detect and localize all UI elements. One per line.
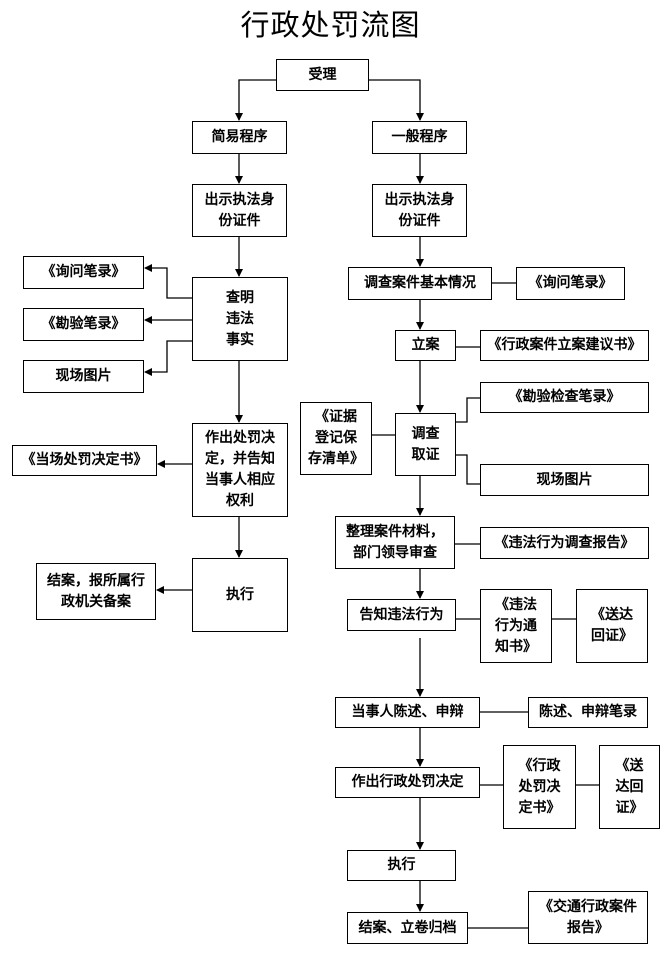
node-simple-procedure: 简易程序 [192,121,287,154]
node-survey-inspection-record: 《勘验检查笔录》 [480,382,649,413]
node-violation-notice: 《违法 行为通 知书》 [480,589,552,663]
node-notify-violation: 告知违法行为 [347,599,456,631]
node-party-statement: 当事人陈述、申辩 [335,697,480,728]
node-general-scene-photos: 现场图片 [480,464,649,496]
node-make-decision-inform: 作出处罚决 定，并告知 当事人相应 权利 [192,423,288,517]
node-admin-decision-doc: 《行政 处罚决 定书》 [503,745,576,829]
node-onsite-decision-doc: 《当场处罚决定书》 [12,445,157,476]
line-evidence-to-photos [455,454,480,485]
node-statement-record: 陈述、申辩笔录 [528,697,648,728]
arrow-verify-to-inquiry [144,264,192,299]
node-service-receipt-2: 《送 达回 证》 [599,745,660,829]
node-file-case: 立案 [395,330,456,361]
node-evidence-register-list: 《证据 登记保 存清单》 [300,402,372,475]
node-simple-scene-photos: 现场图片 [23,360,144,393]
node-general-execute: 执行 [347,850,456,881]
node-organize-review: 整理案件材料， 部门领导审查 [335,516,455,569]
node-simple-close-report: 结案，报所属行 政机关备案 [36,563,156,620]
node-general-show-id: 出示执法身 份证件 [372,184,467,237]
arrow-verify-to-photos [144,340,192,376]
node-violation-investigation-report: 《违法行为调查报告》 [480,527,649,559]
node-accept: 受理 [276,59,369,91]
page-title: 行政处罚流图 [240,8,421,42]
node-simple-inquiry-record: 《询问笔录》 [23,256,144,289]
node-simple-survey-record: 《勘验笔录》 [23,308,144,341]
arrow-accept-to-simple [235,79,276,121]
node-general-procedure: 一般程序 [372,121,467,154]
line-evidence-to-survey [455,397,480,423]
node-traffic-case-report: 《交通行政案件 报告》 [528,891,648,944]
node-make-admin-decision: 作出行政处罚决定 [335,767,480,798]
node-service-receipt-1: 《送达 回证》 [576,589,648,663]
node-simple-execute: 执行 [192,558,288,632]
node-investigate-basic: 调查案件基本情况 [348,267,492,300]
node-investigate-evidence: 调查 取证 [395,413,456,476]
node-verify-facts: 查明 违法 事实 [192,277,288,361]
node-close-archive: 结案、立卷归档 [347,912,468,944]
arrow-accept-to-general [369,79,424,121]
node-general-inquiry-record: 《询问笔录》 [516,267,625,300]
node-simple-show-id: 出示执法身 份证件 [192,184,287,237]
node-case-filing-proposal: 《行政案件立案建议书》 [480,330,649,361]
